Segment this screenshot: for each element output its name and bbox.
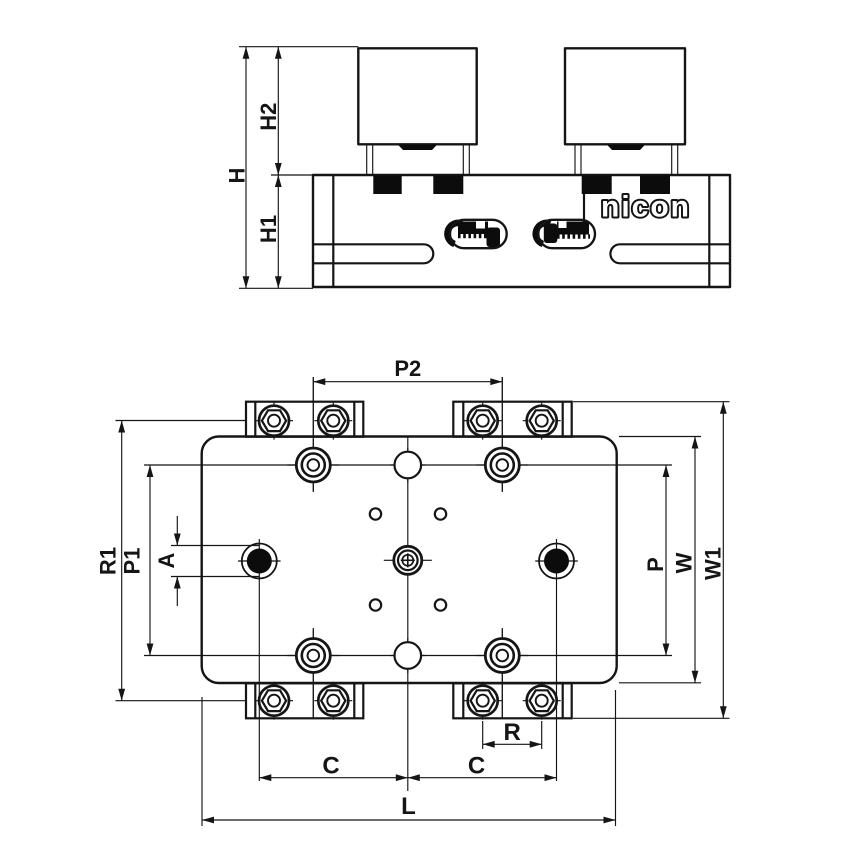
plan-view: P2 R1 P1 A P <box>96 356 730 826</box>
right-tslot-window <box>532 218 597 250</box>
dim-P2: P2 <box>313 356 503 386</box>
counterbore-hole <box>285 628 341 683</box>
clamp-pin-hole <box>534 542 579 580</box>
dim-label-R: R <box>504 719 521 746</box>
tab-bottom-right <box>452 682 573 720</box>
dim-H1: H1 <box>256 175 282 289</box>
clamp-screw <box>253 680 295 722</box>
dim-R: R <box>482 719 543 749</box>
dim-H: H <box>225 46 359 289</box>
central-bore <box>383 544 432 576</box>
clamp-screw <box>462 400 504 442</box>
left-jaw-block <box>357 47 478 146</box>
clamp-screw <box>521 680 563 722</box>
dim-label-W1: W1 <box>701 547 726 580</box>
left-jaw-key <box>398 144 437 150</box>
dim-W1: W1 <box>573 401 730 719</box>
dim-label-W: W <box>672 552 697 573</box>
dim-label-H1: H1 <box>256 215 281 243</box>
dim-label-P1: P1 <box>120 548 145 575</box>
center-column-hole <box>389 446 427 484</box>
right-jaw-block <box>563 47 687 146</box>
base-body <box>311 173 732 289</box>
clamp-screw <box>312 400 354 442</box>
dim-P: P <box>643 465 670 656</box>
dim-label-R1: R1 <box>96 547 121 575</box>
counterbore-hole <box>474 437 530 493</box>
dim-C-right: C <box>407 753 557 782</box>
clamp-screw <box>312 680 354 722</box>
right-jaw-key <box>607 144 645 150</box>
dim-label-P2: P2 <box>394 356 421 381</box>
left-side-slot <box>313 243 435 265</box>
right-jaw-posts <box>574 144 679 175</box>
center-lines <box>144 377 672 791</box>
dim-label-P: P <box>643 557 668 572</box>
dim-W: W <box>619 435 701 684</box>
left-tslot-window <box>444 218 508 250</box>
post-socket <box>640 175 670 194</box>
dim-P1: P1 <box>120 465 154 656</box>
dim-label-H: H <box>225 168 250 184</box>
dim-C-left: C <box>259 753 408 782</box>
dim-label-C-left: C <box>322 753 339 780</box>
dim-label-L: L <box>401 793 416 820</box>
clamp-pin-hole <box>237 542 282 580</box>
post-socket <box>373 175 402 194</box>
dim-A: A <box>154 516 260 606</box>
brand-logo: nicon <box>601 191 691 224</box>
front-view: nicon H H2 H1 <box>225 46 732 289</box>
tab-top-right <box>452 400 573 438</box>
dowel-hole <box>433 598 448 612</box>
tab-top-left <box>244 400 365 438</box>
left-jaw-posts <box>366 144 470 175</box>
base-plate <box>200 435 618 685</box>
dim-R1: R1 <box>96 419 247 702</box>
dim-H2: H2 <box>256 46 313 176</box>
post-socket <box>433 175 464 194</box>
counterbore-hole <box>474 628 530 683</box>
dim-label-H2: H2 <box>256 103 281 131</box>
dowel-hole <box>368 598 383 612</box>
clamp-screw <box>253 400 295 442</box>
post-socket <box>581 175 612 194</box>
clamp-screw <box>462 680 504 722</box>
dim-label-C-right: C <box>468 753 485 780</box>
dim-label-A: A <box>154 552 179 568</box>
clamp-screw <box>521 400 563 442</box>
dim-L: L <box>201 690 617 826</box>
dowel-hole <box>368 507 383 521</box>
center-column-hole <box>389 636 427 675</box>
counterbore-hole <box>285 437 341 493</box>
dowel-hole <box>433 507 448 521</box>
right-side-slot <box>609 243 730 265</box>
